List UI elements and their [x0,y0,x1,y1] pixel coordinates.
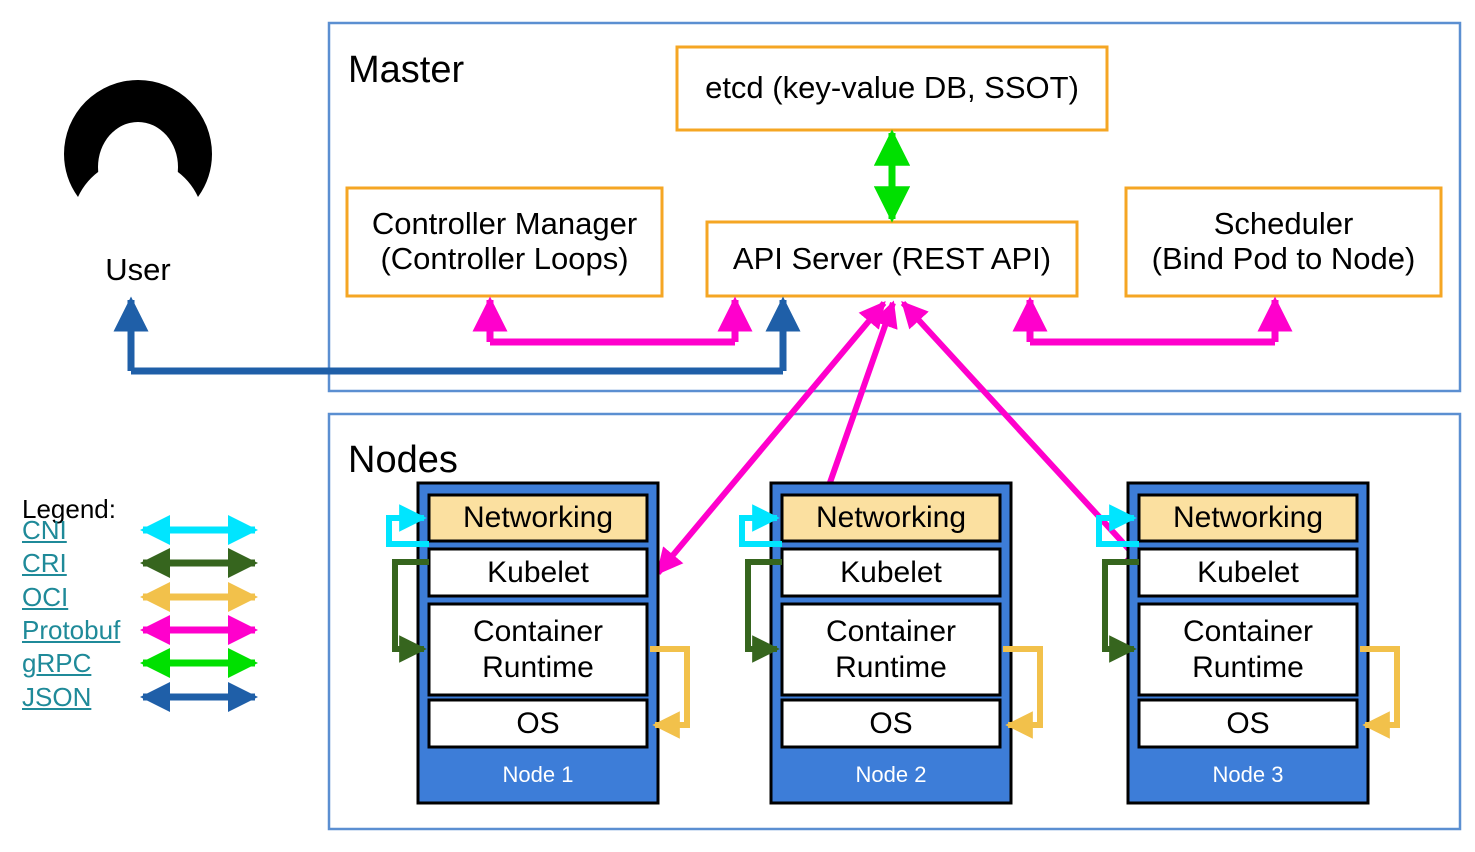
protobuf-controllermanager-apiserver-connector [486,302,739,346]
node-2-cri-loop [745,559,782,663]
legend-item-protobuf[interactable]: Protobuf [22,615,121,646]
nodes-group-label: Nodes [348,438,458,481]
etcd-box[interactable] [675,45,1109,132]
node-2-kubelet-layer[interactable] [780,547,1002,598]
scheduler-label: Scheduler (Bind Pod to Node) [1151,206,1416,276]
node-3-oci-loop [1360,646,1400,739]
node-2-cni-loop [739,504,782,547]
protobuf-apiserver-scheduler-connector [1026,302,1279,346]
master-group-label: Master [348,48,465,91]
api-server-label: API Server (REST API) [732,240,1052,276]
node-1-cni-loop [386,504,429,547]
user-label: User [105,251,171,287]
node-2-container-runtime-layer[interactable] [780,602,1002,697]
node-3-kubelet-layer[interactable] [1137,547,1359,598]
node-2-networking-label: Networking [815,501,967,535]
node-1-container-runtime-label: Container Runtime [472,615,604,684]
controller-manager-box[interactable] [345,186,664,298]
node-2-oci-loop [1003,646,1043,739]
node-3-container-runtime-layer[interactable] [1137,602,1359,697]
legend-item-grpc[interactable]: gRPC [22,648,92,679]
node-2-container-runtime-label: Container Runtime [825,615,957,684]
node-1-os-label: OS [516,706,560,740]
node-1-kubelet-layer[interactable] [427,547,649,598]
node-2-name-label: Node 2 [855,762,927,788]
node-3-cni-loop [1096,504,1139,547]
api-server-box[interactable] [705,220,1079,298]
node-3-cri-loop [1102,559,1139,663]
legend-item-cni[interactable]: CNI [22,515,67,546]
node-2-kubelet-label: Kubelet [840,555,942,589]
node-1-cri-loop [392,559,429,663]
node-3-networking-label: Networking [1172,501,1324,535]
legend-item-cri[interactable]: CRI [22,548,67,579]
user-avatar-icon [64,80,212,212]
node-3-os-layer[interactable] [1137,698,1359,749]
legend-title: Legend: [22,494,116,525]
node-3-container-runtime-label: Container Runtime [1182,615,1314,684]
node-1-networking-label: Networking [462,501,614,535]
node-2-os-layer[interactable] [780,698,1002,749]
node-1-kubelet-label: Kubelet [487,555,589,589]
node-1-networking-layer[interactable] [427,493,649,543]
legend-item-json[interactable]: JSON [22,682,92,713]
controller-manager-label: Controller Manager (Controller Loops) [371,206,638,276]
legend-item-oci[interactable]: OCI [22,582,69,613]
scheduler-box[interactable] [1124,186,1443,298]
node-2-os-label: OS [869,706,913,740]
protobuf-apiserver-node3-kubelet-arrow [900,300,1151,573]
node-3-name-label: Node 3 [1212,762,1284,788]
node-1-name-label: Node 1 [502,762,574,788]
node-3-networking-layer[interactable] [1137,493,1359,543]
etcd-label: etcd (key-value DB, SSOT) [705,70,1079,106]
node-3-os-label: OS [1226,706,1270,740]
node-1-container-runtime-layer[interactable] [427,602,649,697]
node-3-kubelet-label: Kubelet [1197,555,1299,589]
node-1-oci-loop [650,646,690,739]
node-2-networking-layer[interactable] [780,493,1002,543]
node-1-os-layer[interactable] [427,698,649,749]
